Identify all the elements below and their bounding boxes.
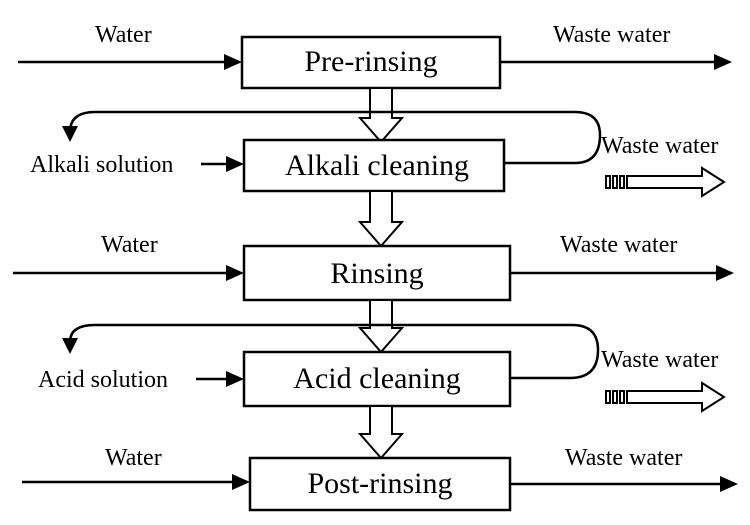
waste-water-label-3: Waste water: [560, 232, 677, 258]
waste-water-label-5: Waste water: [565, 445, 682, 471]
alkali-recycle-loop: [68, 110, 602, 165]
water-input-arrowhead-3: [226, 265, 244, 281]
alkali-cleaning-label: Alkali cleaning: [285, 149, 469, 182]
post-rinsing-label: Post-rinsing: [307, 467, 452, 500]
pre-rinsing-label: Pre-rinsing: [304, 45, 437, 78]
step-post-rinsing: Water Post-rinsing Waste water: [22, 445, 738, 512]
acid-recycle-arrowhead: [62, 338, 78, 354]
waste-water-arrowhead-3: [716, 265, 734, 281]
alkali-solution-label: Alkali solution: [30, 152, 173, 178]
waste-water-label-1: Waste water: [553, 22, 670, 48]
water-input-label-5: Water: [105, 445, 162, 471]
acid-recycle-loop: [68, 323, 600, 380]
waste-water-arrowhead-1: [714, 54, 732, 70]
rinsing-box: [242, 244, 512, 302]
alkali-input-arrowhead: [226, 156, 244, 172]
acid-cleaning-box: [242, 350, 512, 408]
acid-input-arrowhead: [226, 371, 244, 387]
flow-arrow-alkali-to-rinsing: [357, 190, 405, 248]
waste-water-hollow-arrow-2: [605, 166, 726, 198]
step-pre-rinsing: Water Pre-rinsing Waste water: [18, 22, 732, 90]
water-input-label-3: Water: [101, 232, 158, 258]
flow-arrow-pre-to-alkali: [357, 87, 405, 144]
water-input-arrowhead-1: [224, 54, 242, 70]
waste-water-arrowhead-5: [720, 476, 738, 492]
water-input-label-1: Water: [95, 22, 152, 48]
flow-arrow-acid-to-post: [357, 405, 405, 460]
waste-water-label-2: Waste water: [601, 133, 718, 159]
alkali-recycle-arrowhead: [62, 126, 78, 142]
acid-cleaning-label: Acid cleaning: [293, 362, 460, 395]
waste-water-label-4: Waste water: [601, 347, 718, 373]
step-acid-cleaning: Acid solution Acid cleaning Waste water: [38, 323, 726, 413]
water-input-arrowhead-5: [232, 474, 250, 490]
rinsing-label: Rinsing: [330, 257, 423, 290]
waste-water-hollow-arrow-4: [605, 381, 726, 413]
step-rinsing: Water Rinsing Waste water: [13, 232, 734, 302]
acid-solution-label: Acid solution: [38, 367, 168, 393]
